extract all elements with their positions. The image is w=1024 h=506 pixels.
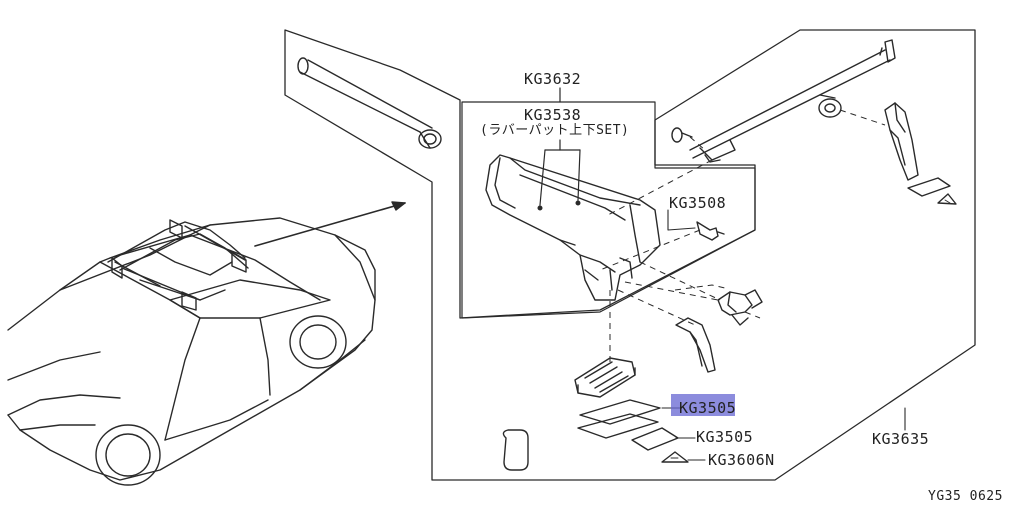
part-label-kg3505-highlighted[interactable]: KG3505 [679,399,737,417]
part-label-kg3538[interactable]: KG3538 [524,106,582,124]
part-label-kg3606n[interactable]: KG3606N [708,451,775,469]
car-icon [7,217,376,486]
bracket-small-icon [675,317,716,373]
part-note-kg3538: (ラバーパット上下SET) [480,123,630,138]
bracket-icon [884,102,919,181]
clamp-icon [717,289,763,326]
crossbar-icon [689,39,896,163]
roof-rack-icon [107,219,249,311]
diagram-code: YG35 0625 [928,489,1003,504]
part-label-kg3508[interactable]: KG3508 [669,194,727,212]
screw-icon [696,221,725,241]
bolt-icon [671,127,693,143]
part-label-kg3635[interactable]: KG3635 [872,430,930,448]
ski-attachment-icon [485,154,661,301]
tube-icon [297,57,442,149]
part-label-kg3632[interactable]: KG3632 [524,70,582,88]
rubber-pad-icon [574,357,636,398]
highlight-box [671,394,735,416]
part-label-kg3505[interactable]: KG3505 [696,428,754,446]
